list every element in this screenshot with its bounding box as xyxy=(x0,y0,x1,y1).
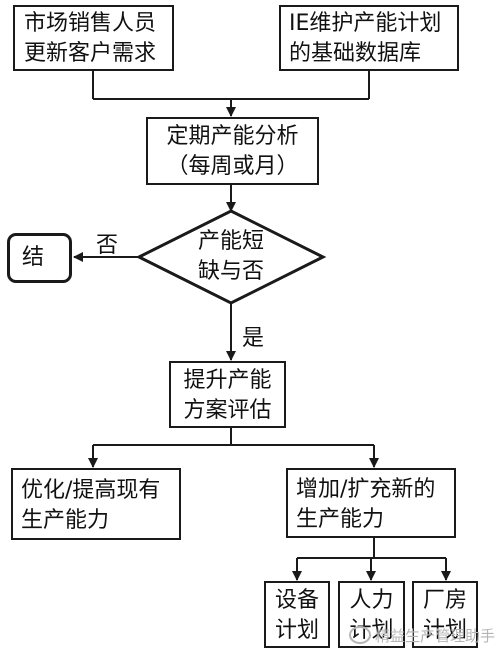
decision-line1: 产能短 xyxy=(197,229,264,254)
node-plan-evaluation: 提升产能 方案评估 xyxy=(169,361,286,428)
node-ie-line2: 的基础数据库 xyxy=(289,41,422,66)
node-analysis-line2: （每周或月） xyxy=(166,154,299,179)
node-optimize-existing: 优化/提高现有 生产能力 xyxy=(11,468,181,540)
node-manpower-plan: 人力 计划 xyxy=(338,581,405,648)
node-end: 结 xyxy=(7,233,72,283)
node-optimize-line2: 生产能力 xyxy=(21,508,110,533)
node-ie-database: IE维护产能计划 的基础数据库 xyxy=(279,5,459,71)
node-add-line1: 增加/扩充新的 xyxy=(296,477,436,502)
decision-line2: 缺与否 xyxy=(197,259,264,284)
node-sales-line1: 市场销售人员 xyxy=(24,11,157,36)
node-equipment-line2: 计划 xyxy=(274,618,319,643)
node-add-expand: 增加/扩充新的 生产能力 xyxy=(286,468,456,538)
node-equipment-plan: 设备 计划 xyxy=(264,581,330,648)
decision-diamond xyxy=(135,209,327,305)
node-sales-line2: 更新客户需求 xyxy=(24,41,157,66)
watermark: 精益生产管理助手 xyxy=(348,625,495,646)
watermark-text: 精益生产管理助手 xyxy=(374,627,495,645)
node-plant-plan: 厂房 计划 xyxy=(412,581,478,648)
node-optimize-line1: 优化/提高现有 xyxy=(21,478,161,503)
node-add-line2: 生产能力 xyxy=(296,507,385,532)
node-analysis-line1: 定期产能分析 xyxy=(166,124,299,149)
node-sales-update: 市场销售人员 更新客户需求 xyxy=(13,5,174,71)
edge-label-no: 否 xyxy=(96,233,119,258)
node-equipment-line1: 设备 xyxy=(274,588,319,613)
node-manpower-line1: 人力 xyxy=(349,588,394,613)
decision-text: 产能短 缺与否 xyxy=(181,227,281,287)
node-eval-line2: 方案评估 xyxy=(183,398,272,423)
node-plant-line2: 计划 xyxy=(422,618,467,643)
wechat-icon xyxy=(348,626,371,644)
node-ie-line1: IE维护产能计划 xyxy=(289,11,442,36)
node-plant-line1: 厂房 xyxy=(422,588,467,613)
node-eval-line1: 提升产能 xyxy=(183,368,272,393)
node-periodic-analysis: 定期产能分析 （每周或月） xyxy=(146,117,319,185)
node-end-label: 结 xyxy=(22,245,45,270)
edge-label-yes: 是 xyxy=(242,326,265,351)
